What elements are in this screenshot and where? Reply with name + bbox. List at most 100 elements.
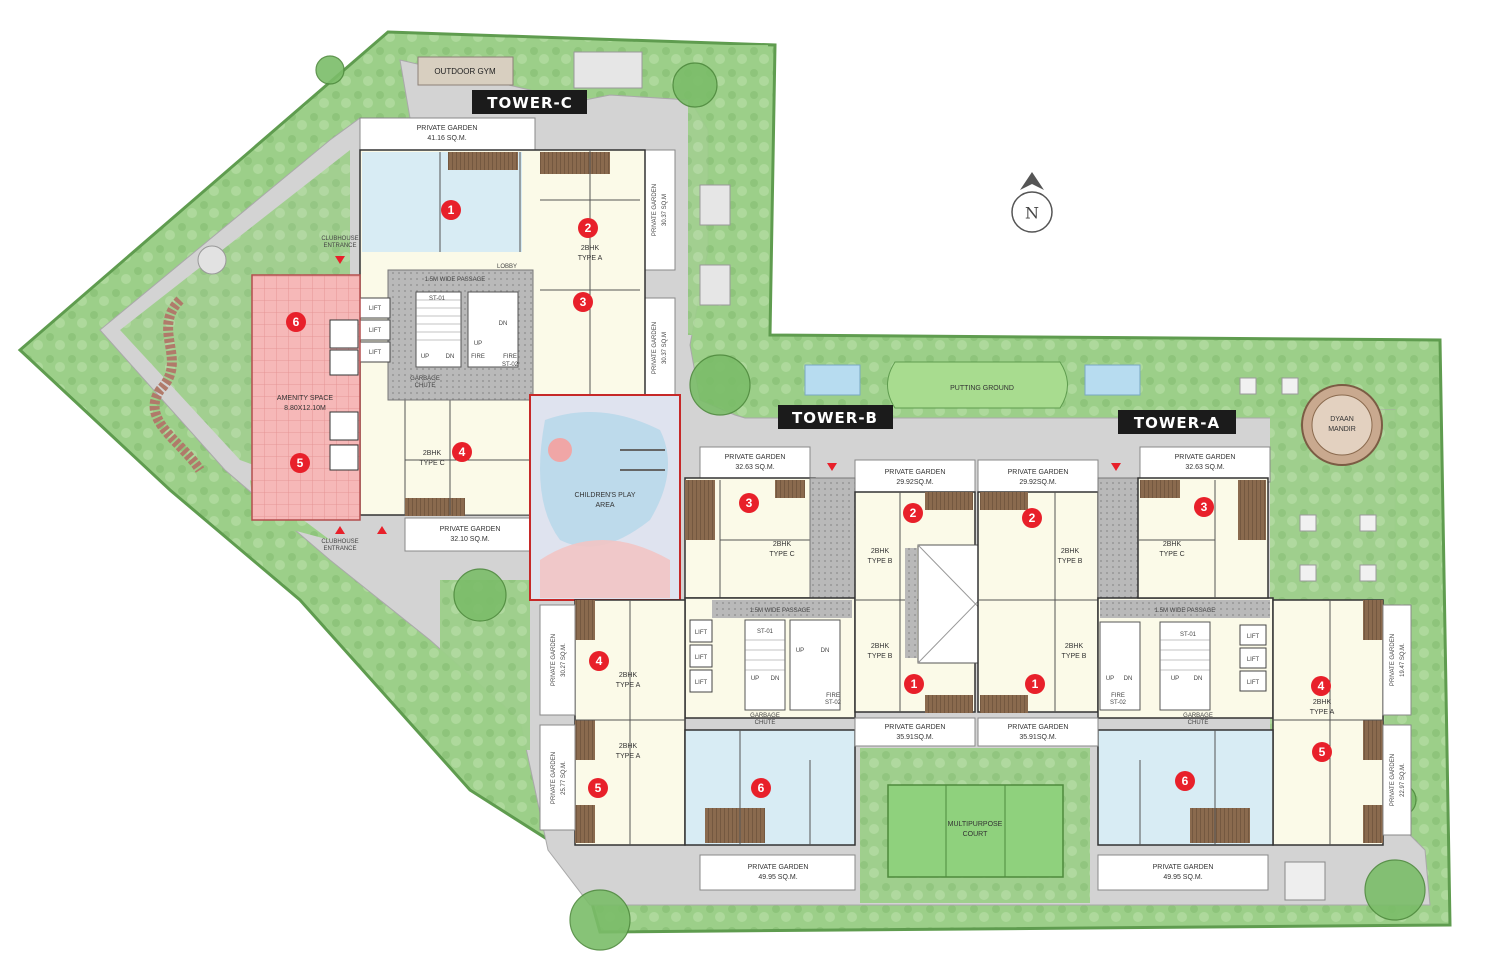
marker-1-tower-a: 1 bbox=[1025, 674, 1045, 694]
tower-a-tag: TOWER-A bbox=[1118, 410, 1236, 434]
svg-text:PRIVATE GARDEN: PRIVATE GARDEN bbox=[725, 454, 786, 461]
svg-text:5: 5 bbox=[1319, 745, 1326, 759]
svg-text:PRIVATE GARDEN: PRIVATE GARDEN bbox=[1175, 454, 1236, 461]
svg-text:DN: DN bbox=[771, 676, 780, 682]
childrens-play-area: CHILDREN'S PLAY AREA bbox=[529, 394, 681, 601]
svg-text:5: 5 bbox=[297, 456, 304, 470]
svg-text:PRIVATE GARDEN: PRIVATE GARDEN bbox=[1153, 864, 1214, 871]
svg-text:2: 2 bbox=[1029, 511, 1036, 525]
marker-3-tower-c: 3 bbox=[573, 292, 593, 312]
svg-text:ENTRANCE: ENTRANCE bbox=[323, 243, 356, 249]
marker-4-tower-c: 4 bbox=[452, 442, 472, 462]
svg-text:2BHK: 2BHK bbox=[773, 541, 792, 548]
marker-1-tower-b: 1 bbox=[904, 674, 924, 694]
svg-text:ST-02: ST-02 bbox=[502, 362, 519, 368]
marker-4-tower-b: 4 bbox=[589, 651, 609, 671]
svg-text:PRIVATE GARDEN: PRIVATE GARDEN bbox=[1008, 469, 1069, 476]
svg-text:29.92SQ.M.: 29.92SQ.M. bbox=[896, 479, 933, 486]
svg-text:25.77 SQ.M.: 25.77 SQ.M. bbox=[561, 761, 567, 795]
amenity-space: AMENITY SPACE 8.80X12.10M CLUBHOUSE ENTR… bbox=[251, 236, 387, 552]
svg-text:LIFT: LIFT bbox=[695, 680, 708, 686]
svg-text:LIFT: LIFT bbox=[695, 655, 708, 661]
svg-text:49.95 SQ.M.: 49.95 SQ.M. bbox=[758, 874, 797, 881]
svg-text:1: 1 bbox=[1032, 677, 1039, 691]
svg-text:TOWER-A: TOWER-A bbox=[1134, 414, 1220, 432]
svg-text:1: 1 bbox=[448, 203, 455, 217]
svg-text:6: 6 bbox=[758, 781, 765, 795]
svg-text:4: 4 bbox=[1318, 679, 1325, 693]
marker-5-tower-b: 5 bbox=[588, 778, 608, 798]
svg-text:PRIVATE GARDEN: PRIVATE GARDEN bbox=[885, 469, 946, 476]
svg-text:CHUTE: CHUTE bbox=[755, 720, 776, 726]
svg-text:UP: UP bbox=[796, 648, 804, 654]
dyaan-mandir: DYAAN MANDIR bbox=[1301, 384, 1383, 466]
svg-text:2: 2 bbox=[585, 221, 592, 235]
svg-text:2BHK: 2BHK bbox=[871, 548, 890, 555]
svg-text:UP: UP bbox=[1171, 676, 1179, 682]
svg-text:1.5M WIDE PASSAGE: 1.5M WIDE PASSAGE bbox=[750, 608, 811, 614]
svg-text:1: 1 bbox=[911, 677, 918, 691]
svg-text:35.91SQ.M.: 35.91SQ.M. bbox=[896, 734, 933, 741]
svg-text:1.5M WIDE PASSAGE: 1.5M WIDE PASSAGE bbox=[1155, 608, 1216, 614]
svg-text:30.27 SQ.M.: 30.27 SQ.M. bbox=[561, 643, 567, 677]
svg-text:2BHK: 2BHK bbox=[581, 245, 600, 252]
svg-text:LIFT: LIFT bbox=[369, 306, 382, 312]
svg-text:ST-01: ST-01 bbox=[757, 629, 774, 635]
svg-text:ST-01: ST-01 bbox=[429, 296, 446, 302]
svg-text:PRIVATE GARDEN: PRIVATE GARDEN bbox=[417, 125, 478, 132]
svg-text:DN: DN bbox=[821, 648, 830, 654]
marker-1-tower-c: 1 bbox=[441, 200, 461, 220]
svg-text:TYPE A: TYPE A bbox=[578, 255, 603, 262]
marker-5-amenity: 5 bbox=[290, 453, 310, 473]
tower-b: PRIVATE GARDEN 32.63 SQ.M. PRIVATE GARDE… bbox=[539, 446, 976, 891]
svg-text:TYPE C: TYPE C bbox=[769, 551, 794, 558]
svg-text:1.5M WIDE PASSAGE: 1.5M WIDE PASSAGE bbox=[425, 277, 486, 283]
svg-text:PRIVATE GARDEN: PRIVATE GARDEN bbox=[1008, 724, 1069, 731]
marker-3-tower-b: 3 bbox=[739, 493, 759, 513]
svg-text:2BHK: 2BHK bbox=[1061, 548, 1080, 555]
svg-text:PRIVATE GARDEN: PRIVATE GARDEN bbox=[1390, 754, 1396, 806]
multipurpose-court: MULTIPURPOSE COURT bbox=[887, 784, 1064, 878]
svg-text:TYPE A: TYPE A bbox=[616, 753, 641, 760]
svg-text:6: 6 bbox=[1182, 774, 1189, 788]
svg-text:PRIVATE GARDEN: PRIVATE GARDEN bbox=[1390, 634, 1396, 686]
marker-6-tower-b: 6 bbox=[751, 778, 771, 798]
marker-6-tower-a: 6 bbox=[1175, 771, 1195, 791]
svg-text:ST-02: ST-02 bbox=[825, 700, 842, 706]
tower-a: PRIVATE GARDEN 29.92SQ.M. PRIVATE GARDEN… bbox=[977, 446, 1412, 901]
svg-text:6: 6 bbox=[293, 315, 300, 329]
tower-c-tag: TOWER-C bbox=[472, 90, 587, 114]
svg-text:PUTTING GROUND: PUTTING GROUND bbox=[950, 385, 1014, 392]
unit-markers: 1 2 3 4 6 5 3 2 1 4 5 6 2 1 3 4 5 6 bbox=[286, 200, 1332, 798]
trees bbox=[315, 55, 1426, 951]
svg-text:30.37 SQ.M: 30.37 SQ.M bbox=[662, 332, 668, 364]
svg-text:30.37 SQ.M: 30.37 SQ.M bbox=[662, 194, 668, 226]
svg-text:CHILDREN'S PLAY: CHILDREN'S PLAY bbox=[574, 492, 635, 499]
svg-text:CLUBHOUSE: CLUBHOUSE bbox=[321, 539, 358, 545]
svg-text:FIRE: FIRE bbox=[503, 354, 517, 360]
svg-text:CHUTE: CHUTE bbox=[415, 383, 436, 389]
svg-text:UP: UP bbox=[474, 341, 482, 347]
svg-text:TYPE B: TYPE B bbox=[1062, 653, 1087, 660]
seating-pads bbox=[573, 51, 731, 306]
svg-text:TYPE A: TYPE A bbox=[1310, 709, 1335, 716]
svg-text:DN: DN bbox=[1194, 676, 1203, 682]
marker-2-tower-c: 2 bbox=[578, 218, 598, 238]
svg-text:PRIVATE GARDEN: PRIVATE GARDEN bbox=[551, 752, 557, 804]
svg-text:FIRE: FIRE bbox=[1111, 693, 1125, 699]
svg-text:2: 2 bbox=[910, 506, 917, 520]
svg-text:2BHK: 2BHK bbox=[1065, 643, 1084, 650]
marker-2-tower-a: 2 bbox=[1022, 508, 1042, 528]
svg-text:GARBAGE: GARBAGE bbox=[750, 713, 780, 719]
svg-text:2BHK: 2BHK bbox=[423, 450, 442, 457]
svg-text:TYPE B: TYPE B bbox=[1058, 558, 1083, 565]
svg-text:DYAAN: DYAAN bbox=[1330, 416, 1354, 423]
svg-text:TOWER-B: TOWER-B bbox=[792, 409, 878, 427]
svg-text:22.97 SQ.M.: 22.97 SQ.M. bbox=[1400, 763, 1406, 797]
svg-text:AREA: AREA bbox=[595, 502, 614, 509]
svg-text:PRIVATE GARDEN: PRIVATE GARDEN bbox=[748, 864, 809, 871]
svg-text:2BHK: 2BHK bbox=[1163, 541, 1182, 548]
svg-text:2BHK: 2BHK bbox=[619, 743, 638, 750]
svg-text:MANDIR: MANDIR bbox=[1328, 426, 1356, 433]
